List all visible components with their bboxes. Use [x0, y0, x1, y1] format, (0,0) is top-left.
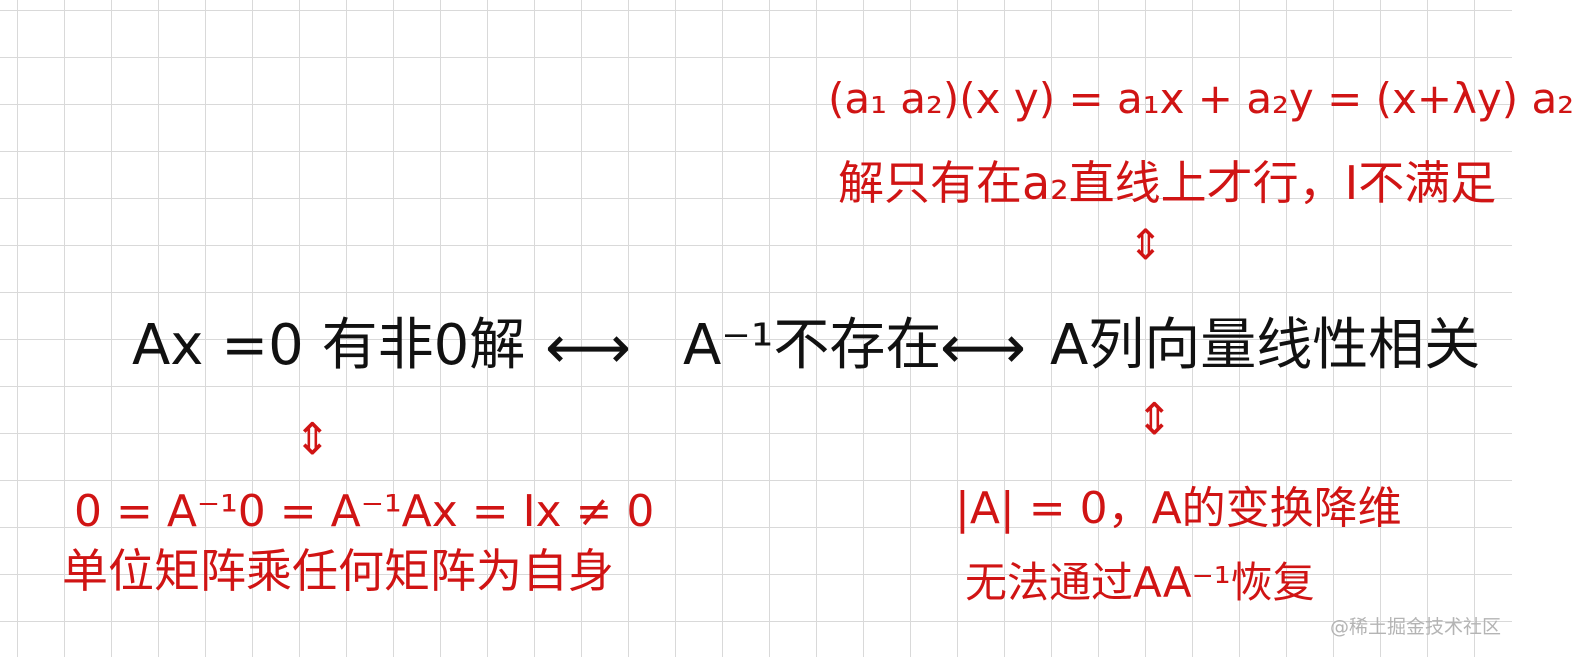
vertical-double-arrow-icon: ⇕ [1136, 394, 1173, 445]
main-statement-center: A⁻¹不存在 [683, 313, 942, 378]
vertical-double-arrow-icon: ⇕ [294, 414, 331, 465]
top-right-note: 解只有在a₂直线上才行，I不满足 [838, 156, 1497, 210]
bottom-right-equation: |A| = 0，A的变换降维 [955, 483, 1402, 534]
double-arrow-icon: ⟷ [940, 313, 1027, 383]
top-right-equation: (a₁ a₂)(x y) = a₁x + a₂y = (x+λy) a₂ [828, 74, 1574, 123]
bottom-left-equation: 0 = A⁻¹0 = A⁻¹Ax = Ix ≠ 0 [74, 486, 655, 537]
watermark: @稀土掘金技术社区 [1330, 616, 1502, 638]
main-statement-left: Ax =0 有非0解 [132, 313, 526, 378]
main-statement-right: A列向量线性相关 [1050, 313, 1481, 378]
bottom-left-note: 单位矩阵乘任何矩阵为自身 [62, 544, 614, 598]
vertical-double-arrow-icon: ⇕ [1128, 220, 1164, 269]
bottom-right-note: 无法通过AA⁻¹恢复 [965, 558, 1315, 607]
double-arrow-icon: ⟷ [545, 313, 632, 383]
